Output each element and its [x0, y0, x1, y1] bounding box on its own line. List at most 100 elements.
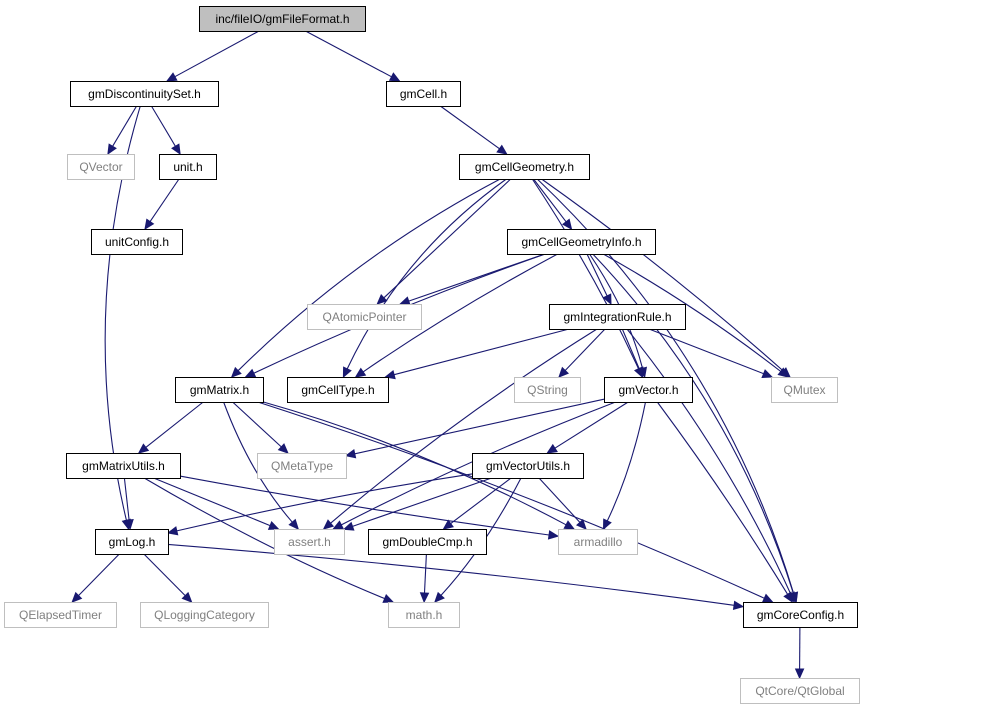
node-box-celltype: [287, 377, 389, 403]
node-root[interactable]: inc/fileIO/gmFileFormat.h: [199, 6, 366, 32]
edge-vectorutils-to-assert: [352, 477, 492, 527]
node-label-discset: gmDiscontinuitySet.h: [88, 87, 201, 101]
edge-log-to-coreconfig: [167, 543, 735, 606]
arrowhead-matrix-to-assert: [288, 518, 300, 530]
arrowhead-vectorutils-to-armadillo: [575, 518, 587, 530]
edge-cellgeominfo-to-celltype: [362, 253, 558, 373]
node-label-armadillo: armadillo: [574, 535, 623, 549]
arrowhead-root-to-cell: [388, 72, 401, 82]
node-cellgeom[interactable]: gmCellGeometry.h: [459, 154, 590, 180]
node-unitconfig[interactable]: unitConfig.h: [91, 229, 183, 255]
edge-cellgeom-to-cellgeominfo: [533, 178, 567, 223]
node-box-qelapsed: [4, 602, 117, 628]
arrowhead-matrix-to-coreconfig: [761, 593, 774, 603]
node-box-unitconfig: [91, 229, 183, 255]
arrowhead-intrule-to-vector: [634, 366, 644, 379]
node-label-qstring: QString: [527, 383, 568, 397]
edge-matrixutils-to-math: [143, 477, 385, 600]
arrowhead-matrixutils-to-armadillo: [547, 530, 560, 540]
node-matrixutils[interactable]: gmMatrixUtils.h: [66, 453, 181, 479]
node-label-unitconfig: unitConfig.h: [105, 235, 169, 249]
node-box-intrule: [549, 304, 686, 330]
edge-intrule-to-assert: [330, 328, 598, 524]
node-label-vector: gmVector.h: [618, 383, 678, 397]
node-doublecmp[interactable]: gmDoubleCmp.h: [368, 529, 487, 555]
edge-vectorutils-to-doublecmp: [450, 477, 512, 525]
node-qmutex: QMutex: [771, 377, 838, 403]
node-vectorutils[interactable]: gmVectorUtils.h: [472, 453, 584, 479]
edge-log-to-qelapsed: [78, 553, 120, 596]
arrowhead-matrixutils-to-math: [382, 594, 395, 603]
arrowhead-matrix-to-armadillo: [563, 520, 576, 530]
edge-vector-to-coreconfig: [656, 401, 789, 595]
edge-discset-to-unit: [150, 105, 176, 147]
arrowhead-vectorutils-to-assert: [342, 521, 355, 531]
node-box-root: [199, 6, 366, 32]
arrowhead-vector-to-coreconfig: [783, 591, 793, 604]
node-label-matrixutils: gmMatrixUtils.h: [82, 459, 165, 473]
node-cellgeominfo[interactable]: gmCellGeometryInfo.h: [507, 229, 656, 255]
node-qstring: QString: [514, 377, 581, 403]
edge-intrule-to-celltype: [393, 328, 570, 376]
arrowhead-intrule-to-assert: [322, 519, 335, 530]
node-box-qlogging: [140, 602, 269, 628]
node-celltype[interactable]: gmCellType.h: [287, 377, 389, 403]
arrowhead-vector-to-armadillo: [602, 518, 612, 531]
edge-cellgeom-to-coreconfig: [536, 178, 795, 594]
edge-intrule-to-vector: [621, 328, 640, 369]
arrowhead-matrixutils-to-log: [124, 519, 134, 531]
node-unit[interactable]: unit.h: [159, 154, 217, 180]
edge-discset-to-qvector: [112, 105, 138, 147]
node-box-log: [95, 529, 169, 555]
node-qmetatype: QMetaType: [257, 453, 347, 479]
node-label-assert: assert.h: [288, 535, 331, 549]
arrowhead-cellgeom-to-matrix: [230, 366, 242, 378]
arrowhead-intrule-to-qstring: [558, 366, 569, 378]
node-matrix[interactable]: gmMatrix.h: [175, 377, 264, 403]
edge-matrixutils-to-log: [123, 477, 130, 521]
node-armadillo: armadillo: [558, 529, 638, 555]
node-log[interactable]: gmLog.h: [95, 529, 169, 555]
node-label-coreconfig: gmCoreConfig.h: [757, 608, 844, 622]
node-label-vectorutils: gmVectorUtils.h: [486, 459, 570, 473]
edge-matrix-to-matrixutils: [145, 401, 204, 448]
node-label-qvector: QVector: [79, 160, 122, 174]
node-label-qmetatype: QMetaType: [271, 459, 333, 473]
node-qelapsed: QElapsedTimer: [4, 602, 117, 628]
node-vector[interactable]: gmVector.h: [604, 377, 693, 403]
node-label-qlogging: QLoggingCategory: [154, 608, 255, 622]
arrowhead-discset-to-unit: [171, 143, 181, 156]
node-qlogging: QLoggingCategory: [140, 602, 269, 628]
node-label-unit: unit.h: [173, 160, 202, 174]
edge-vectorutils-to-armadillo: [538, 477, 581, 523]
node-box-qstring: [514, 377, 581, 403]
node-label-root: inc/fileIO/gmFileFormat.h: [215, 12, 349, 26]
edge-matrix-to-qmetatype: [232, 401, 282, 448]
edge-matrixutils-to-assert: [153, 477, 271, 527]
node-discset[interactable]: gmDiscontinuitySet.h: [70, 81, 219, 107]
node-label-doublecmp: gmDoubleCmp.h: [382, 535, 472, 549]
edge-intrule-to-qstring: [564, 328, 606, 371]
arrowhead-vectorutils-to-doublecmp: [442, 519, 454, 530]
arrowhead-cell-to-cellgeom: [496, 144, 508, 155]
node-cell[interactable]: gmCell.h: [386, 81, 461, 107]
edge-unit-to-unitconfig: [149, 178, 180, 222]
node-box-qmetatype: [257, 453, 347, 479]
arrowhead-cellgeominfo-to-qatomic: [399, 296, 411, 306]
node-coreconfig[interactable]: gmCoreConfig.h: [743, 602, 858, 628]
arrowhead-matrixutils-to-assert: [267, 520, 280, 530]
arrowhead-vectorutils-to-log: [166, 526, 179, 536]
node-intrule[interactable]: gmIntegrationRule.h: [549, 304, 686, 330]
node-box-armadillo: [558, 529, 638, 555]
arrowhead-vector-to-assert: [332, 520, 344, 530]
node-assert: assert.h: [274, 529, 345, 555]
node-label-qmutex: QMutex: [783, 383, 825, 397]
edge-vector-to-vectorutils: [554, 401, 629, 449]
edge-vectorutils-to-log: [176, 473, 473, 532]
node-box-qtglobal: [740, 678, 860, 704]
edge-cellgeom-to-celltype: [346, 178, 507, 370]
edge-cell-to-cellgeom: [439, 105, 500, 150]
node-box-coreconfig: [743, 602, 858, 628]
arrowhead-matrix-to-matrixutils: [137, 443, 150, 454]
